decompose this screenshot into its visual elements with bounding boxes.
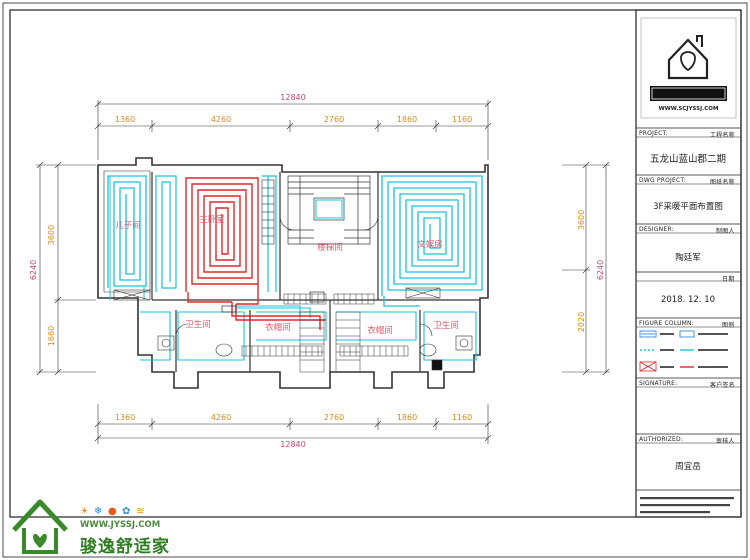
room-label-left-bedroom: 儿子间 — [115, 221, 141, 231]
dimension-right — [562, 161, 610, 376]
figure-label: FIGURE COLUMN: — [639, 320, 694, 327]
dim-top-1: 1360 — [115, 115, 135, 124]
dwg-name: 3F采暖平面布置图 — [653, 202, 723, 212]
fan-icon: ✿ — [122, 506, 130, 517]
watermark-brand: 骏逸舒适家 — [80, 537, 170, 557]
dimension-bottom — [94, 404, 492, 444]
dim-bottom-3: 2760 — [324, 413, 344, 422]
heating-loop-left-bedroom — [107, 175, 147, 300]
wifi-icon: ≋ — [136, 506, 144, 517]
dim-top-4: 1860 — [397, 115, 417, 124]
snowflake-icon: ❄ — [94, 506, 102, 517]
project-name: 五龙山蓝山郡二期 — [649, 154, 726, 165]
legend-figure-column — [639, 330, 728, 372]
heating-loop-main-bedroom — [185, 177, 259, 305]
dim-top-5: 1160 — [452, 115, 472, 124]
room-label-bath-right: 卫生间 — [433, 320, 459, 331]
room-label-main-bedroom: 主卧室 — [199, 214, 225, 225]
main-bedroom-wardrobe — [261, 179, 275, 245]
watermark-website: WWW.JYSSJ.COM — [80, 520, 161, 530]
figure-label-cn: 图例 — [722, 322, 735, 329]
designer-label-cn: 制图人 — [716, 228, 735, 235]
watermark-icons: ☀ ❄ ● ✿ ≋ — [80, 506, 144, 517]
room-label-stair: 楼梯间 — [317, 242, 343, 253]
door-swings — [175, 215, 433, 337]
date-label-cn: 日期 — [722, 276, 735, 283]
dwg-label-cn: 图纸名称 — [710, 179, 735, 186]
closet-shelf-dividers — [245, 294, 405, 361]
designer-name: 陶廷军 — [675, 253, 701, 263]
bathroom-fixtures — [113, 287, 473, 371]
authorized-label: AUTHORIZED: — [639, 436, 684, 443]
dim-top-overall: 12840 — [280, 93, 305, 102]
signature-label-cn: 客户签名 — [710, 382, 735, 389]
heating-manifold — [221, 291, 325, 313]
dim-bottom-4: 1860 — [397, 413, 417, 422]
dim-bottom-overall: 12840 — [280, 440, 305, 449]
dim-right-overall: 6240 — [596, 260, 605, 280]
authorized-label-cn: 审核人 — [716, 438, 735, 445]
dim-left-2: 1660 — [47, 326, 56, 346]
authorized-name: 周宜岳 — [675, 462, 701, 472]
watermark-logo — [12, 499, 68, 554]
project-label: PROJECT: — [639, 130, 668, 137]
designer-label: DESIGNER: — [639, 226, 674, 233]
dimension-top — [94, 100, 492, 160]
room-label-closet-right: 衣帽间 — [367, 325, 393, 336]
dim-left-1: 3600 — [47, 225, 56, 245]
date-value: 2018. 12. 10 — [660, 295, 716, 305]
dim-right-2: 2020 — [577, 312, 586, 332]
sun-icon: ☀ — [80, 506, 89, 517]
drawing-notes — [640, 497, 734, 514]
room-label-right-bedroom: 文娱房 — [417, 239, 443, 250]
signature-label: SIGNATURE: — [639, 380, 678, 387]
title-block: WWW.SCJYSSJ.COM — [635, 9, 742, 518]
dimension-left — [36, 161, 96, 376]
floor-plan — [97, 157, 489, 389]
heating-loop-main-bedroom-edge — [155, 175, 277, 292]
staircase — [287, 175, 371, 245]
room-label-closet-left: 衣帽间 — [265, 322, 291, 333]
dim-bottom-5: 1160 — [452, 413, 472, 422]
dim-left-overall: 6240 — [29, 260, 38, 280]
project-label-cn: 工程名称 — [710, 132, 735, 139]
room-label-bath-left: 卫生间 — [185, 319, 211, 330]
dim-right-1: 3600 — [577, 210, 586, 230]
water-drop-icon: ● — [108, 506, 117, 517]
dim-bottom-2: 4260 — [211, 413, 231, 422]
company-logo: WWW.SCJYSSJ.COM — [640, 17, 737, 119]
heating-loop-right-bedroom — [381, 175, 483, 307]
dwg-label: DWG PROJECT: — [639, 177, 686, 184]
logo-url: WWW.SCJYSSJ.COM — [659, 106, 719, 112]
dim-top-2: 4260 — [211, 115, 231, 124]
dim-top-3: 2760 — [324, 115, 344, 124]
dim-bottom-1: 1360 — [115, 413, 135, 422]
